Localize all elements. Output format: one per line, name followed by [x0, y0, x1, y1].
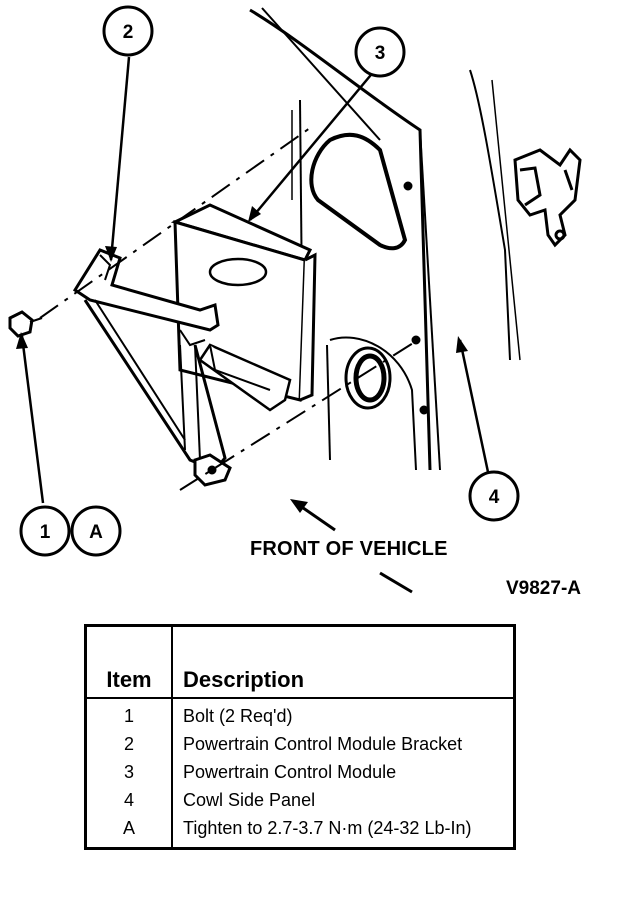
legend-item-description: Bolt (2 Req'd): [183, 706, 293, 726]
front-of-vehicle-label: FRONT OF VEHICLE: [250, 538, 448, 560]
legend-row: 4 Cowl Side Panel: [85, 786, 515, 814]
door-hinge: [513, 147, 582, 248]
legend-table: Item Description 1 Bolt (2 Req'd) 2 Powe…: [84, 624, 516, 850]
legend-item-description: Powertrain Control Module Bracket: [183, 734, 463, 754]
alignment-lines: [39, 127, 419, 491]
powertrain-control-module: [170, 203, 317, 412]
leader-arrowheads: [16, 206, 468, 353]
legend-item-number: 4: [85, 786, 173, 814]
legend-item-description: Powertrain Control Module: [183, 762, 397, 782]
callout-circle-4: [468, 470, 520, 522]
bolt: [8, 310, 43, 338]
callout-circle-3: [354, 26, 406, 78]
legend-row: 1 Bolt (2 Req'd): [85, 698, 515, 730]
legend-item-number: 1: [85, 698, 173, 730]
callout-circle-a: [70, 505, 122, 557]
callout-circle-1: [19, 505, 71, 557]
legend-header-item: Item: [85, 625, 173, 699]
callout-label-3: 3: [375, 43, 386, 64]
leader-lines: [20, 56, 490, 504]
legend-row: A Tighten to 2.7-3.7 N·m (24-32 Lb-In): [85, 814, 515, 849]
legend-item-number: 3: [85, 758, 173, 786]
callout-label-a: A: [89, 522, 103, 543]
cowl-side-panel: [249, 7, 521, 471]
legend-header-description: Description: [172, 625, 515, 699]
legend-item-description: Tighten to 2.7-3.7 N·m (24-32 Lb-In): [183, 818, 472, 838]
legend-header-row: Item Description: [85, 625, 515, 699]
callout-circle-2: [102, 5, 154, 57]
figure-id: V9827-A: [506, 578, 581, 599]
pcm-installation-illustration: 2 3 4 1 A: [8, 5, 582, 594]
legend-item-description: Cowl Side Panel: [183, 790, 316, 810]
callout-label-1: 1: [40, 522, 51, 543]
legend-row: 3 Powertrain Control Module: [85, 758, 515, 786]
front-direction-arrow: [290, 499, 413, 594]
legend-row: 2 Powertrain Control Module Bracket: [85, 730, 515, 758]
legend-item-number: A: [85, 814, 173, 849]
legend-item-number: 2: [85, 730, 173, 758]
callout-label-2: 2: [123, 22, 134, 43]
callout-label-4: 4: [489, 487, 500, 508]
